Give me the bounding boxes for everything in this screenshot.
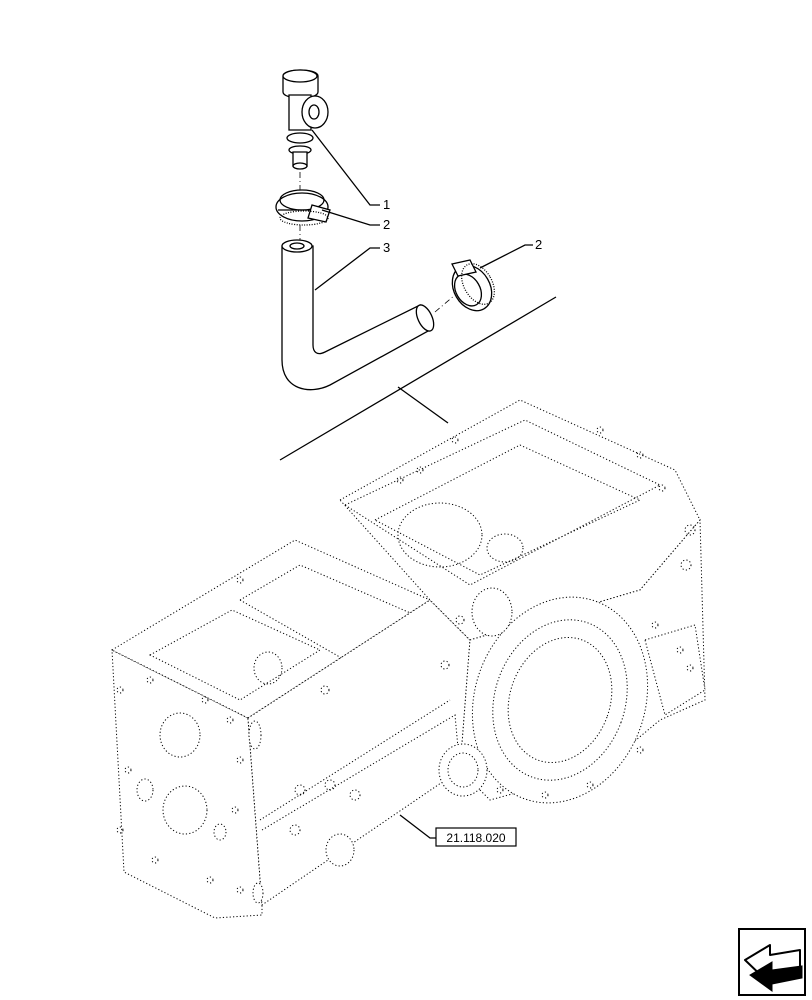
section-cut-line xyxy=(279,296,557,461)
assembly-axis-lines xyxy=(299,172,456,313)
callout-2-right: 2 xyxy=(535,237,542,252)
arrow-left-icon[interactable] xyxy=(738,928,806,996)
breather-hose xyxy=(281,239,435,391)
callout-2-upper: 2 xyxy=(383,217,390,232)
reference-label[interactable]: 21.118.020 xyxy=(446,831,505,845)
hose-clamp-right xyxy=(451,259,496,312)
callout-1: 1 xyxy=(383,197,390,212)
hose-clamp-upper xyxy=(275,189,331,226)
breather-plug xyxy=(282,69,329,170)
callout-3: 3 xyxy=(383,240,390,255)
reference-link[interactable]: 21.118.020 xyxy=(435,827,517,847)
leader-lines xyxy=(311,129,533,839)
transmission-housing xyxy=(110,399,706,919)
